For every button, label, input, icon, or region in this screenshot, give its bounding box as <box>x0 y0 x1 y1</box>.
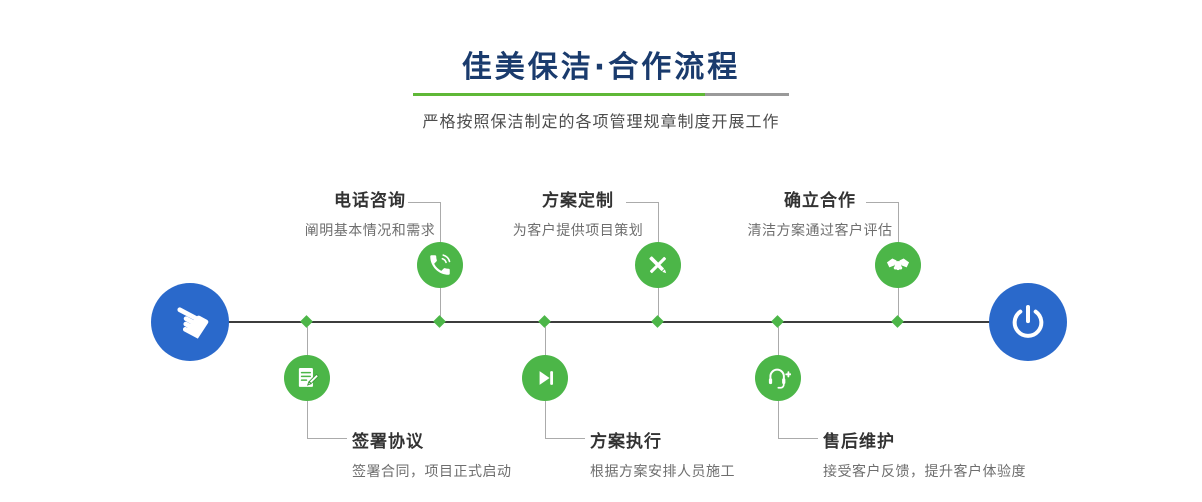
step-aftersales-maint: 售后维护 接受客户反馈，提升客户体验度 <box>823 427 1026 481</box>
timeline-node-marker <box>300 315 313 328</box>
page-title: 佳美保洁·合作流程 <box>461 50 741 85</box>
connector-line <box>408 202 440 203</box>
connector-line <box>866 202 898 203</box>
step-circle-aftersales <box>755 355 801 401</box>
step-sign-agreement: 签署协议 签署合同，项目正式启动 <box>352 427 512 481</box>
timeline-node-marker <box>891 315 904 328</box>
power-icon <box>1012 305 1044 338</box>
connector-line <box>658 202 659 243</box>
step-desc: 为客户提供项目策划 <box>512 223 644 239</box>
connector-line <box>898 288 899 319</box>
step-circle-cooperate <box>875 242 921 288</box>
step-plan-custom: 方案定制 为客户提供项目策划 <box>438 186 718 240</box>
timeline-node-marker <box>651 315 664 328</box>
connector-line <box>898 202 899 243</box>
step-desc: 根据方案安排人员施工 <box>590 464 735 480</box>
connector-line <box>626 202 658 203</box>
step-title: 签署协议 <box>352 432 424 452</box>
connector-line <box>307 327 308 356</box>
phone-icon <box>430 254 451 275</box>
timeline-start-node: ☚ <box>151 283 229 361</box>
step-desc: 清洁方案通过客户评估 <box>747 223 893 239</box>
connector-line <box>658 288 659 319</box>
step-circle-contract <box>284 355 330 401</box>
connector-line <box>778 327 779 356</box>
step-title: 方案执行 <box>590 432 662 452</box>
page-subtitle: 严格按照保洁制定的各项管理规章制度开展工作 <box>422 112 780 131</box>
connector-line <box>307 438 347 439</box>
connector-line <box>440 288 441 319</box>
connector-line <box>778 401 779 439</box>
connector-line <box>545 438 585 439</box>
step-title: 售后维护 <box>823 432 895 452</box>
timeline-node-marker <box>771 315 784 328</box>
step-title: 方案定制 <box>542 191 614 211</box>
step-title: 电话咨询 <box>334 191 406 211</box>
connector-line <box>545 327 546 356</box>
step-title: 确立合作 <box>784 191 856 211</box>
handshake-icon <box>886 258 910 271</box>
step-desc: 阐明基本情况和需求 <box>304 223 436 239</box>
pencil-ruler-icon <box>649 256 667 274</box>
play-icon <box>539 371 554 385</box>
timeline-end-node <box>989 283 1067 361</box>
step-establish-coop: 确立合作 清洁方案通过客户评估 <box>680 186 960 240</box>
timeline-node-marker <box>538 315 551 328</box>
step-circle-plan <box>635 242 681 288</box>
divider-green-segment <box>413 93 705 96</box>
step-circle-phone <box>417 242 463 288</box>
step-desc: 接受客户反馈，提升客户体验度 <box>823 464 1026 480</box>
divider-gray-segment <box>705 93 789 96</box>
connector-line <box>440 202 441 243</box>
connector-line <box>778 438 818 439</box>
step-circle-execute <box>522 355 568 401</box>
timeline-node-marker <box>433 315 446 328</box>
step-phone-consult: 电话咨询 阐明基本情况和需求 <box>230 186 510 240</box>
headset-icon <box>768 368 791 389</box>
title-divider <box>413 93 789 96</box>
connector-line <box>545 401 546 439</box>
step-plan-execute: 方案执行 根据方案安排人员施工 <box>590 427 735 481</box>
connector-line <box>307 401 308 439</box>
pointing-hand-icon: ☚ <box>159 288 221 356</box>
timeline-axis <box>190 321 1028 323</box>
contract-icon <box>298 368 319 387</box>
step-desc: 签署合同，项目正式启动 <box>352 464 512 480</box>
